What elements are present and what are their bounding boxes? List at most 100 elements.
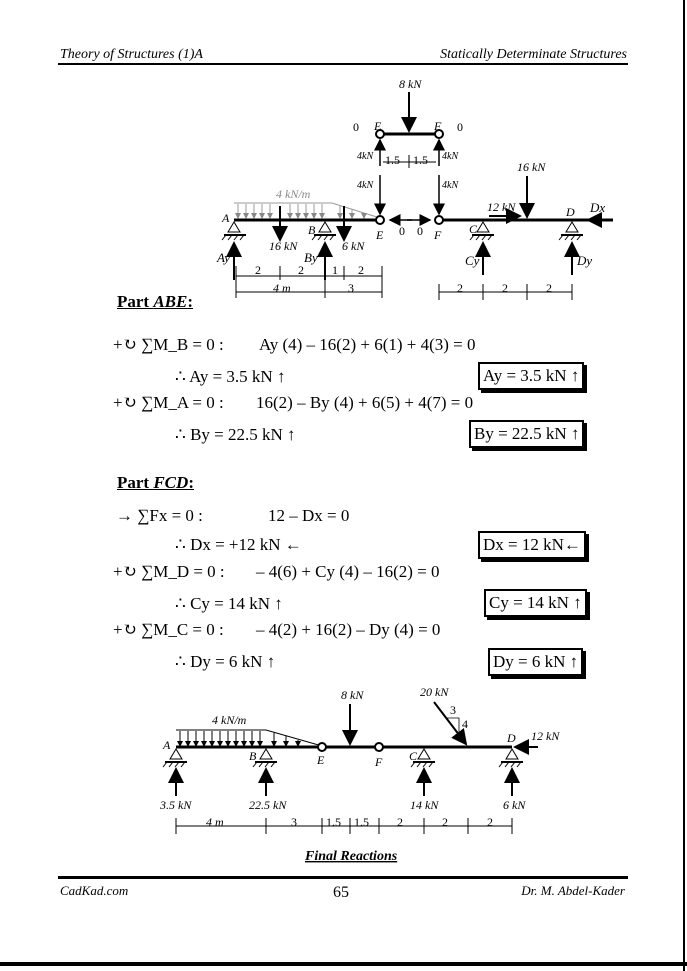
footer-rule	[58, 876, 628, 879]
dim-4m-top: 4 m	[273, 281, 291, 295]
abe-eq2-lhs: +↻ ∑M_A = 0 :	[113, 393, 224, 412]
fcd-eq2-lhs: +↻ ∑M_D = 0 :	[113, 562, 225, 581]
dim-1-5-c: 1.5	[326, 815, 341, 829]
support-a-bottom	[162, 748, 187, 768]
force-4kn-4: 4kN	[442, 180, 459, 191]
page-right-edge	[683, 0, 685, 971]
fcd-eq3-lhs: +↻ ∑M_C = 0 :	[113, 620, 224, 639]
label-dy: Dy	[576, 253, 592, 268]
page-bottom-edge	[0, 962, 687, 966]
label-e-bot: E	[375, 228, 384, 242]
hinge-f-top	[434, 129, 444, 139]
header-left: Theory of Structures (1)A	[60, 47, 203, 62]
dim-2-c: 2	[358, 263, 364, 277]
label-b-bottom: B	[249, 749, 257, 763]
label-a-top: A	[221, 211, 230, 225]
support-b-bottom	[252, 748, 277, 768]
fcd-box3: Dy = 6 kN ↑	[488, 648, 584, 676]
dim-2-d: 2	[457, 281, 463, 295]
label-c-bottom: C	[409, 749, 418, 763]
abe-eq1: Ay (4) – 16(2) + 6(1) + 4(3) = 0	[259, 335, 476, 354]
dim-2-i: 2	[487, 815, 493, 829]
label-f-bottom: F	[374, 755, 383, 769]
load-16kn-resultant: 16 kN	[269, 239, 298, 253]
fcd-result1: ∴ Dx = +12 kN ←	[175, 535, 302, 554]
force-4kn-2: 4kN	[442, 151, 459, 162]
fcd-eq1: 12 – Dx = 0	[268, 506, 350, 525]
reaction-b-value: 22.5 kN	[249, 798, 287, 812]
label-f-link: F	[433, 119, 442, 133]
hinge-e	[375, 215, 385, 225]
load-8kn-top: 8 kN	[399, 77, 422, 91]
abe-box1: Ay = 3.5 kN ↑	[478, 362, 585, 390]
hinge-f-bottom	[374, 742, 384, 752]
header-rule	[58, 63, 628, 65]
dims-abe	[235, 266, 383, 298]
hinge-e-bottom	[317, 742, 327, 752]
hinge-f	[434, 215, 444, 225]
dim-3-top: 3	[348, 281, 354, 295]
fcd-eq3: – 4(2) + 16(2) – Dy (4) = 0	[256, 620, 441, 639]
bottom-figure: 4 kN/m 8 kN 20 kN 3 4 12 kN 3.5 kN	[159, 685, 560, 864]
support-c-bottom	[410, 748, 435, 768]
dim-4m-bottom: 4 m	[206, 815, 224, 829]
dim-1-5-a: 1.5	[385, 153, 400, 167]
distributed-load-bottom	[176, 729, 323, 747]
zero-3: 0	[399, 224, 405, 238]
label-dx: Dx	[589, 200, 605, 215]
abe-eq1-lhs: +↻ ∑M_B = 0 :	[113, 335, 224, 354]
support-d	[558, 221, 583, 241]
dim-2-h: 2	[442, 815, 448, 829]
label-d-top: D	[565, 205, 575, 219]
label-ay: Ay	[216, 250, 230, 265]
label-e-bottom: E	[316, 753, 325, 767]
support-d-bottom	[498, 748, 523, 768]
abe-result1: ∴ Ay = 3.5 kN ↑	[175, 367, 286, 386]
fcd-eq1-lhs: → ∑Fx = 0 :	[116, 506, 203, 525]
dim-2-f: 2	[546, 281, 552, 295]
slope-3: 3	[450, 703, 456, 717]
footer-right: Dr. M. Abdel-Kader	[521, 883, 625, 898]
dim-1-5-d: 1.5	[354, 815, 369, 829]
part-abe-title: Part ABE:	[117, 292, 194, 311]
distributed-load-top	[234, 202, 381, 219]
final-reactions-caption: Final Reactions	[304, 849, 398, 864]
dim-1-5-b: 1.5	[413, 153, 428, 167]
fcd-result2: ∴ Cy = 14 kN ↑	[175, 594, 283, 613]
fcd-result3: ∴ Dy = 6 kN ↑	[175, 652, 276, 671]
dims-fcd	[438, 284, 573, 300]
label-e-link: E	[373, 119, 382, 133]
label-c-top: C	[469, 222, 478, 236]
label-a-bottom: A	[162, 738, 171, 752]
dim-2-a: 2	[255, 263, 261, 277]
label-d-bottom: D	[506, 731, 516, 745]
abe-box2: By = 22.5 kN ↑	[469, 420, 585, 448]
top-figure: 4 kN/m 8 kN 16 kN 12 kN Dx	[216, 77, 613, 300]
abe-eq2: 16(2) – By (4) + 6(5) + 4(7) = 0	[256, 393, 474, 412]
load-6kn-resultant: 6 kN	[342, 239, 365, 253]
label-f-bot: F	[433, 228, 442, 242]
dim-2-e: 2	[502, 281, 508, 295]
hinge-e-top	[375, 129, 385, 139]
load-16kn-top: 16 kN	[517, 160, 546, 174]
reaction-d-value: 6 kN	[503, 798, 526, 812]
fcd-box2: Cy = 14 kN ↑	[484, 589, 587, 617]
slope-4: 4	[462, 717, 468, 731]
load-20kn: 20 kN	[420, 685, 449, 699]
fcd-eq2: – 4(6) + Cy (4) – 16(2) = 0	[256, 562, 440, 581]
page-number: 65	[333, 884, 349, 901]
load-4kn-m-bottom: 4 kN/m	[212, 713, 247, 727]
support-a	[221, 221, 246, 241]
label-by: By	[304, 250, 318, 265]
header-right: Statically Determinate Structures	[440, 47, 627, 62]
part-fcd-title: Part FCD:	[117, 473, 194, 492]
dim-3-bottom: 3	[291, 815, 297, 829]
load-4kn-m-top: 4 kN/m	[276, 187, 311, 201]
dims-bottom	[175, 818, 513, 834]
zero-2: 0	[457, 120, 463, 134]
zero-4: 0	[417, 224, 423, 238]
fcd-box1: Dx = 12 kN←	[478, 531, 586, 559]
force-4kn-1: 4kN	[357, 151, 374, 162]
load-12kn-bottom: 12 kN	[531, 729, 560, 743]
force-4kn-3: 4kN	[357, 180, 374, 191]
